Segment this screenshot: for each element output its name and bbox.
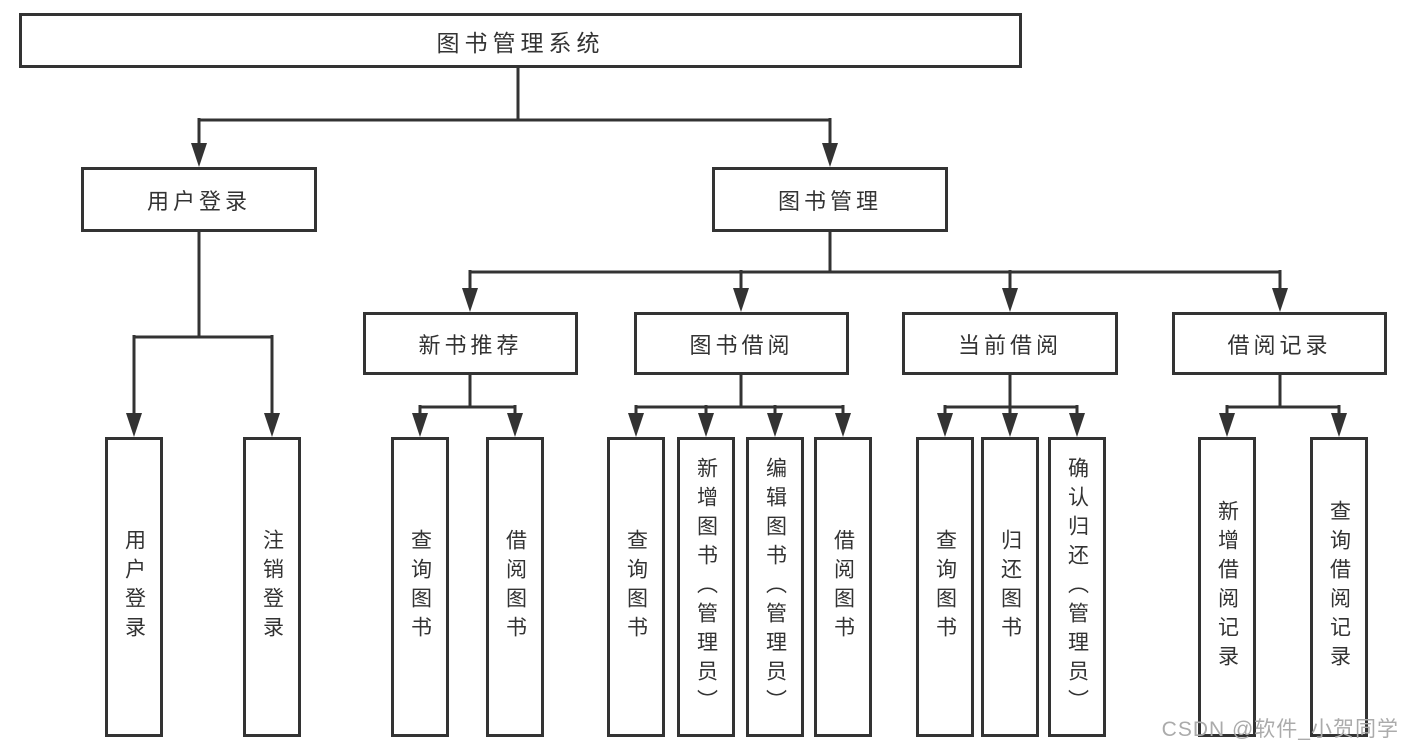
leaf-add-books-admin: 新增图书（管理员） (677, 437, 735, 737)
node-label: 查询图书 (933, 529, 957, 645)
node-label: 确认归还（管理员） (1065, 456, 1089, 718)
arrow-down-icon (507, 413, 523, 437)
connector-root (197, 66, 832, 146)
leaf-query-borrow-record: 查询借阅记录 (1310, 437, 1368, 737)
node-label: 归还图书 (998, 529, 1022, 645)
arrow-down-icon (698, 413, 714, 437)
leaf-add-borrow-record: 新增借阅记录 (1198, 437, 1256, 737)
leaf-query-books-recommend: 查询图书 (391, 437, 449, 737)
leaf-borrow-books-recommend: 借阅图书 (486, 437, 544, 737)
connector-current-borrowing (943, 375, 1079, 416)
node-borrowing-records: 借阅记录 (1172, 312, 1387, 375)
node-label: 注销登录 (260, 529, 284, 645)
node-label: 当前借阅 (957, 332, 1062, 358)
arrow-down-icon (767, 413, 783, 437)
leaf-user-login: 用户登录 (105, 437, 163, 737)
connector-user-login-group (132, 232, 274, 416)
connector-book-borrowing (634, 375, 845, 416)
arrow-down-icon (733, 288, 749, 312)
node-label: 图书管理 (777, 188, 882, 214)
arrowheads (126, 143, 1347, 437)
arrow-down-icon (264, 413, 280, 437)
arrow-down-icon (126, 413, 142, 437)
arrow-down-icon (835, 413, 851, 437)
node-label: 查询图书 (408, 529, 432, 645)
node-label: 新增借阅记录 (1215, 500, 1239, 674)
arrow-down-icon (1002, 413, 1018, 437)
leaf-return-books: 归还图书 (981, 437, 1039, 737)
arrow-down-icon (822, 143, 838, 167)
arrow-down-icon (191, 143, 207, 167)
arrow-down-icon (1219, 413, 1235, 437)
arrow-down-icon (412, 413, 428, 437)
connector-borrowing-records (1225, 375, 1341, 416)
node-label: 用户登录 (122, 529, 146, 645)
node-label: 编辑图书（管理员） (763, 456, 787, 718)
node-label: 借阅记录 (1227, 332, 1332, 358)
node-label: 借阅图书 (831, 529, 855, 645)
arrow-down-icon (628, 413, 644, 437)
leaf-confirm-return-admin: 确认归还（管理员） (1048, 437, 1106, 737)
arrow-down-icon (1331, 413, 1347, 437)
node-label: 查询图书 (624, 529, 648, 645)
arrow-down-icon (1272, 288, 1288, 312)
node-root-library-management-system: 图书管理系统 (19, 13, 1022, 68)
node-current-borrowing: 当前借阅 (902, 312, 1118, 375)
node-label: 图书借阅 (689, 332, 794, 358)
arrow-down-icon (937, 413, 953, 437)
leaf-logout: 注销登录 (243, 437, 301, 737)
leaf-borrow-books-borrowing: 借阅图书 (814, 437, 872, 737)
arrow-down-icon (1002, 288, 1018, 312)
connector-new-book-recommend (418, 375, 517, 416)
csdn-watermark: CSDN @软件_小贺同学 (1161, 718, 1399, 741)
arrow-down-icon (462, 288, 478, 312)
node-user-login-group: 用户登录 (81, 167, 317, 232)
node-label: 图书管理系统 (436, 29, 605, 56)
node-book-borrowing: 图书借阅 (634, 312, 849, 375)
leaf-query-books-current: 查询图书 (916, 437, 974, 737)
leaf-edit-books-admin: 编辑图书（管理员） (746, 437, 804, 737)
leaf-query-books-borrowing: 查询图书 (607, 437, 665, 737)
node-new-book-recommend: 新书推荐 (363, 312, 578, 375)
node-book-management-group: 图书管理 (712, 167, 948, 232)
arrow-down-icon (1069, 413, 1085, 437)
node-label: 新增图书（管理员） (694, 456, 718, 718)
node-label: 借阅图书 (503, 529, 527, 645)
node-label: 新书推荐 (418, 332, 523, 358)
connector-book-management-group (468, 232, 1282, 291)
node-label: 用户登录 (146, 188, 251, 214)
node-label: 查询借阅记录 (1327, 500, 1351, 674)
